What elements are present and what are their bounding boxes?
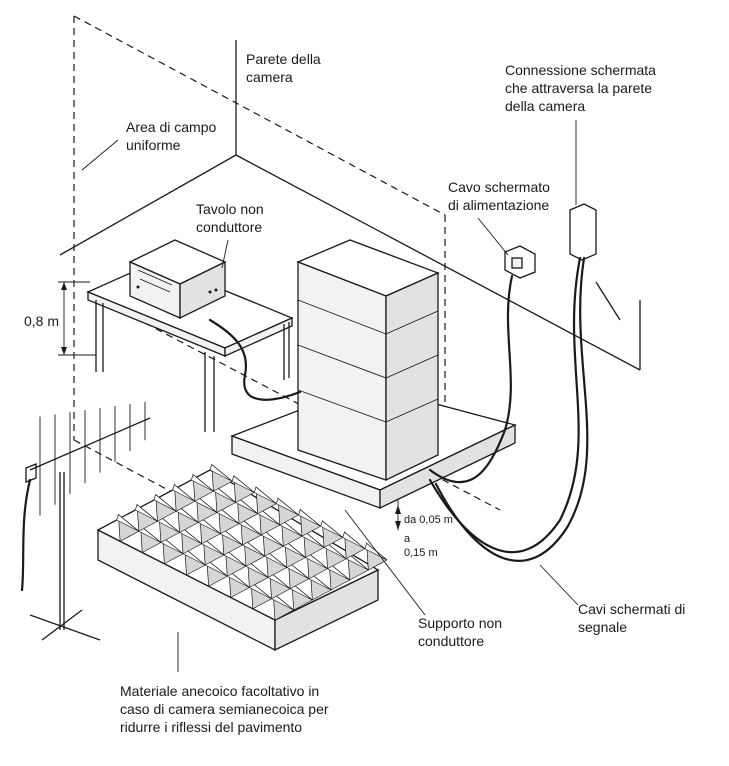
absorber-pyramid xyxy=(209,464,233,482)
absorber-pyramid xyxy=(116,514,140,532)
antenna-cable xyxy=(20,478,32,592)
absorber-pyramids xyxy=(116,463,388,621)
equipment-cabinet xyxy=(296,239,440,482)
absorber-pyramid xyxy=(231,475,255,493)
support-height-to: 0,15 m xyxy=(404,547,438,559)
tabletop-equipment xyxy=(128,239,227,320)
leader-lines xyxy=(81,120,579,672)
shielded-connection-label-2: che attraversa la parete xyxy=(505,80,652,96)
diagram-labels: Parete della camera Area di campo unifor… xyxy=(120,51,685,735)
absorber-label-1: Materiale anecoico facoltativo in xyxy=(120,683,319,699)
height-dimension: 0,8 m xyxy=(24,281,96,356)
signal-cables-label-1: Cavi schermati di xyxy=(578,601,685,617)
chamber-wall-label-2: camera xyxy=(246,69,293,85)
cables xyxy=(208,256,589,562)
absorber-pyramid xyxy=(190,474,214,492)
passthrough-exit-cable xyxy=(595,281,621,321)
support-height-from: da 0,05 m xyxy=(404,514,453,526)
power-cable-label-1: Cavo schermato xyxy=(448,179,550,195)
chamber-walls xyxy=(59,40,641,371)
height-label: 0,8 m xyxy=(24,313,59,329)
signal-cable-2 xyxy=(434,256,589,562)
signal-cables-label-2: segnale xyxy=(578,619,627,635)
absorber-pyramid xyxy=(253,486,277,505)
absorber-pyramid xyxy=(172,484,196,502)
wall-power-socket xyxy=(504,245,536,279)
power-cable-line xyxy=(428,274,514,484)
absorber-pyramid xyxy=(320,520,343,538)
shielded-connection-label-1: Connessione schermata xyxy=(505,62,656,78)
uniform-field-label-2: uniforme xyxy=(126,137,181,153)
shielded-connection-label-3: della camera xyxy=(505,98,585,114)
support-label-2: conduttore xyxy=(418,633,484,649)
absorber-label-2: caso di camera semianecoica per xyxy=(120,701,329,717)
power-cable-label-2: di alimentazione xyxy=(448,197,549,213)
chamber-wall-label-1: Parete della xyxy=(246,51,321,67)
tabletop-cable xyxy=(208,318,302,401)
log-periodic-antenna xyxy=(20,401,151,641)
support-height-dimension: da 0,05 m a 0,15 m xyxy=(395,500,453,559)
support-height-to-word: a xyxy=(404,533,411,545)
absorber-pyramid xyxy=(342,531,366,550)
absorber-label-3: ridurre i riflessi del pavimento xyxy=(120,719,302,735)
uniform-field-label-1: Area di campo xyxy=(126,119,216,135)
table-label-2: conduttore xyxy=(196,219,262,235)
absorber-pyramid xyxy=(298,509,321,527)
support-label-1: Supporto non xyxy=(418,615,502,631)
shielded-passthrough-box xyxy=(569,203,597,261)
signal-cable-1 xyxy=(428,256,582,554)
absorber-pyramid xyxy=(134,504,158,522)
table-label-1: Tavolo non xyxy=(196,201,264,217)
absorber-pyramid xyxy=(275,497,299,516)
absorber-pyramid xyxy=(153,494,177,512)
